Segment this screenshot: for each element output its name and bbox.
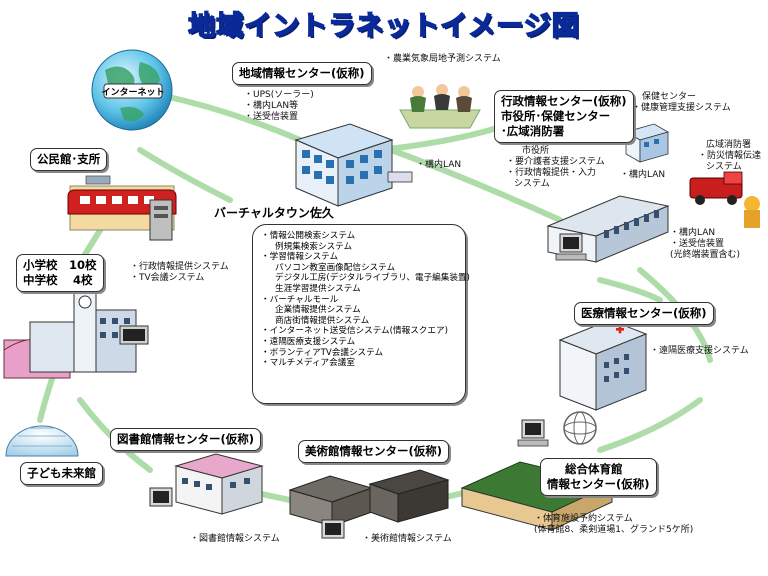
library-center-details: ・図書館情報システム	[190, 534, 280, 544]
service-item: 例規集検索システム	[275, 241, 353, 252]
schools-label: 小学校 10校 中学校 4校	[16, 254, 104, 292]
city-hall-line: システム	[514, 179, 550, 189]
community-hall-label: 公民館･支所	[30, 148, 108, 171]
service-item: 生涯学習提供システム	[275, 283, 361, 294]
regional-center-line: ・送受信装置	[244, 112, 299, 122]
kids-center-label: 子ども未来館	[20, 462, 103, 485]
museum-computer-icon	[321, 519, 345, 539]
agri-weather-label: ・農業気象局地予測システム	[384, 54, 501, 64]
service-item: 商店街情報提供システム	[275, 315, 370, 326]
schools-line: 小学校 10校	[23, 258, 97, 272]
medical-center-label: 医療情報センター(仮称)	[574, 302, 714, 325]
service-item: 企業情報提供システム	[275, 305, 361, 316]
globe-monument-icon	[563, 411, 597, 445]
city-hall-details: 市役所 ・要介護者支援システム ・行政情報提供・入力 システム	[506, 146, 605, 190]
gym-center-details: ・体育施設予約システム (体育館8、柔剣道場1、グランド5ケ所)	[534, 514, 693, 536]
service-item: ・マルチメディア会議室	[261, 358, 355, 369]
library-center-label: 図書館情報センター(仮称)	[110, 428, 262, 451]
community-server-icon	[149, 199, 173, 241]
service-item: ・情報公開検索システム	[261, 231, 356, 241]
kids-center-dome-icon	[5, 425, 79, 457]
service-item: デジタル工房(デジタルライブラリ、電子編集装置)	[275, 273, 470, 284]
hospital-building-icon	[558, 319, 648, 411]
regional-center-line: ・UPS(ソーラー)	[244, 90, 314, 100]
service-item: ・学習情報システム	[261, 252, 339, 263]
schools-line: 中学校 4校	[23, 273, 93, 287]
regional-center-label: 地域情報センター(仮称)	[232, 62, 372, 85]
gym-center-line: (体育館8、柔剣道場1、グランド5ケ所)	[534, 525, 694, 535]
regional-center-details: ・UPS(ソーラー) ・構内LAN等 ・送受信装置	[244, 90, 314, 123]
city-hall-lan-line: (光終端装置含む)	[670, 250, 741, 260]
city-hall-lan-line: ・送受信装置	[670, 239, 725, 249]
fire-station-details: 広域消防署 ・防災情報伝達 システム	[698, 140, 761, 173]
regional-center-lan-label: ・構内LAN	[416, 160, 462, 170]
gym-computer-icon	[517, 419, 549, 447]
city-hall-lan-details: ・構内LAN ・送受信装置 (光終端装置含む)	[670, 228, 740, 261]
city-hall-line: ・要介護者支援システム	[506, 157, 605, 167]
virtual-town-services-box: ・情報公開検索システム例規集検索システム・学習情報システムパソコン教室画像配信シ…	[252, 224, 470, 404]
fire-station-line: システム	[706, 162, 742, 172]
health-center-lan-label: ・構内LAN	[620, 170, 666, 180]
internet-label: インターネット	[101, 86, 164, 98]
fire-station-line: 広域消防署	[706, 140, 752, 150]
admin-center-title-line: 行政情報センター(仮称)	[501, 94, 627, 108]
internet-globe-icon	[91, 49, 173, 131]
admin-center-title-line: ･広域消防署	[501, 124, 565, 138]
virtual-town-heading: バーチャルタウン佐久	[214, 206, 334, 220]
community-hall-line: ・行政情報提供システム	[130, 262, 229, 272]
gym-center-line: ・体育施設予約システム	[534, 514, 633, 524]
museum-building-icon	[288, 469, 450, 527]
virtual-town-service-list: ・情報公開検索システム例規集検索システム・学習情報システムパソコン教室画像配信シ…	[253, 225, 470, 375]
health-center-line: 保健センター	[642, 92, 697, 102]
gym-center-label: 総合体育館 情報センター(仮称)	[540, 458, 657, 496]
service-item: パソコン教室画像配信システム	[275, 262, 396, 273]
fire-truck-icon	[689, 171, 760, 228]
library-building-icon	[174, 453, 264, 515]
regional-center-line: ・構内LAN等	[244, 101, 299, 111]
gym-center-title-line: 総合体育館	[565, 462, 623, 476]
city-hall-lan-line: ・構内LAN	[670, 228, 716, 238]
admin-center-label: 行政情報センター(仮称) 市役所･保健センター ･広域消防署	[494, 90, 634, 143]
service-item: ・バーチャルモール	[261, 294, 339, 305]
service-item: ・ボランティアTV会議システム	[261, 347, 384, 358]
fire-station-line: ・防災情報伝達	[698, 151, 762, 161]
city-hall-line: ・行政情報提供・入力	[506, 168, 597, 178]
city-hall-computer-icon	[555, 233, 587, 261]
admin-center-title-line: 市役所･保健センター	[501, 109, 611, 123]
health-center-details: 保健センター ・健康管理支援システム	[632, 92, 731, 114]
library-computer-icon	[149, 487, 173, 507]
service-item: ・インターネット送受信システム(情報スクエア)	[261, 326, 448, 337]
service-item: ・遠隔医療支援システム	[261, 336, 356, 347]
city-hall-line: 市役所	[522, 146, 550, 156]
regional-center-building-icon	[294, 123, 413, 207]
medical-center-details: ・遠隔医療支援システム	[650, 346, 749, 356]
museum-center-label: 美術館情報センター(仮称)	[298, 440, 450, 463]
school-building-icon	[3, 291, 149, 379]
community-hall-line: ・TV会議システム	[130, 273, 205, 283]
page-title: 地域イントラネットイメージ図	[188, 10, 580, 43]
gym-center-title-line: 情報センター(仮称)	[547, 477, 650, 491]
farmers-icon	[399, 84, 481, 129]
health-center-line: ・健康管理支援システム	[632, 103, 731, 113]
community-hall-details: ・行政情報提供システム ・TV会議システム	[130, 262, 229, 284]
museum-center-details: ・美術館情報システム	[362, 534, 452, 544]
